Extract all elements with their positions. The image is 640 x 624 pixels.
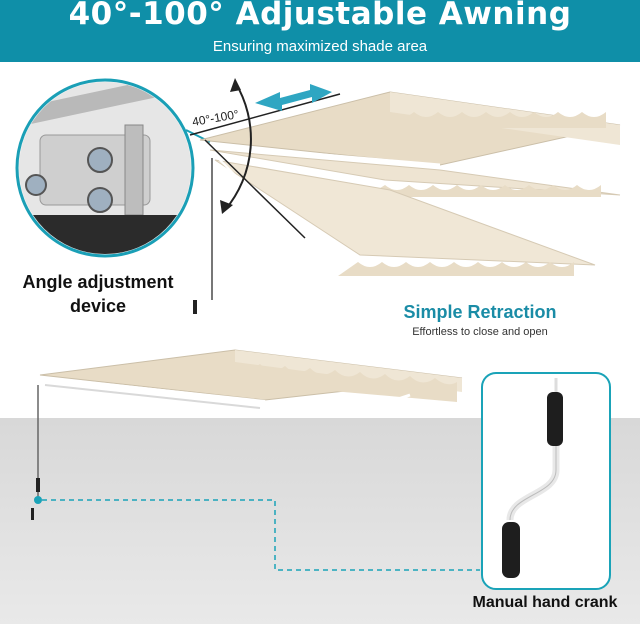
crank-label: Manual hand crank [472, 594, 618, 611]
header-banner: 40°-100° Adjustable Awning Ensuring maxi… [0, 0, 640, 62]
page-title: 40°-100° Adjustable Awning [68, 0, 572, 32]
upper-awning [193, 91, 621, 314]
crank-connector [34, 496, 480, 571]
angle-device-closeup [15, 78, 211, 258]
retraction-arrow-icon [255, 84, 332, 111]
page-subtitle: Ensuring maximized shade area [212, 38, 428, 55]
retraction-title: Simple Retraction [403, 302, 557, 322]
lower-awning [31, 349, 463, 520]
retraction-subtitle: Effortless to close and open [412, 326, 548, 338]
crank-closeup [481, 372, 611, 590]
angle-adjustment-label: Angle adjustment device [22, 272, 174, 316]
